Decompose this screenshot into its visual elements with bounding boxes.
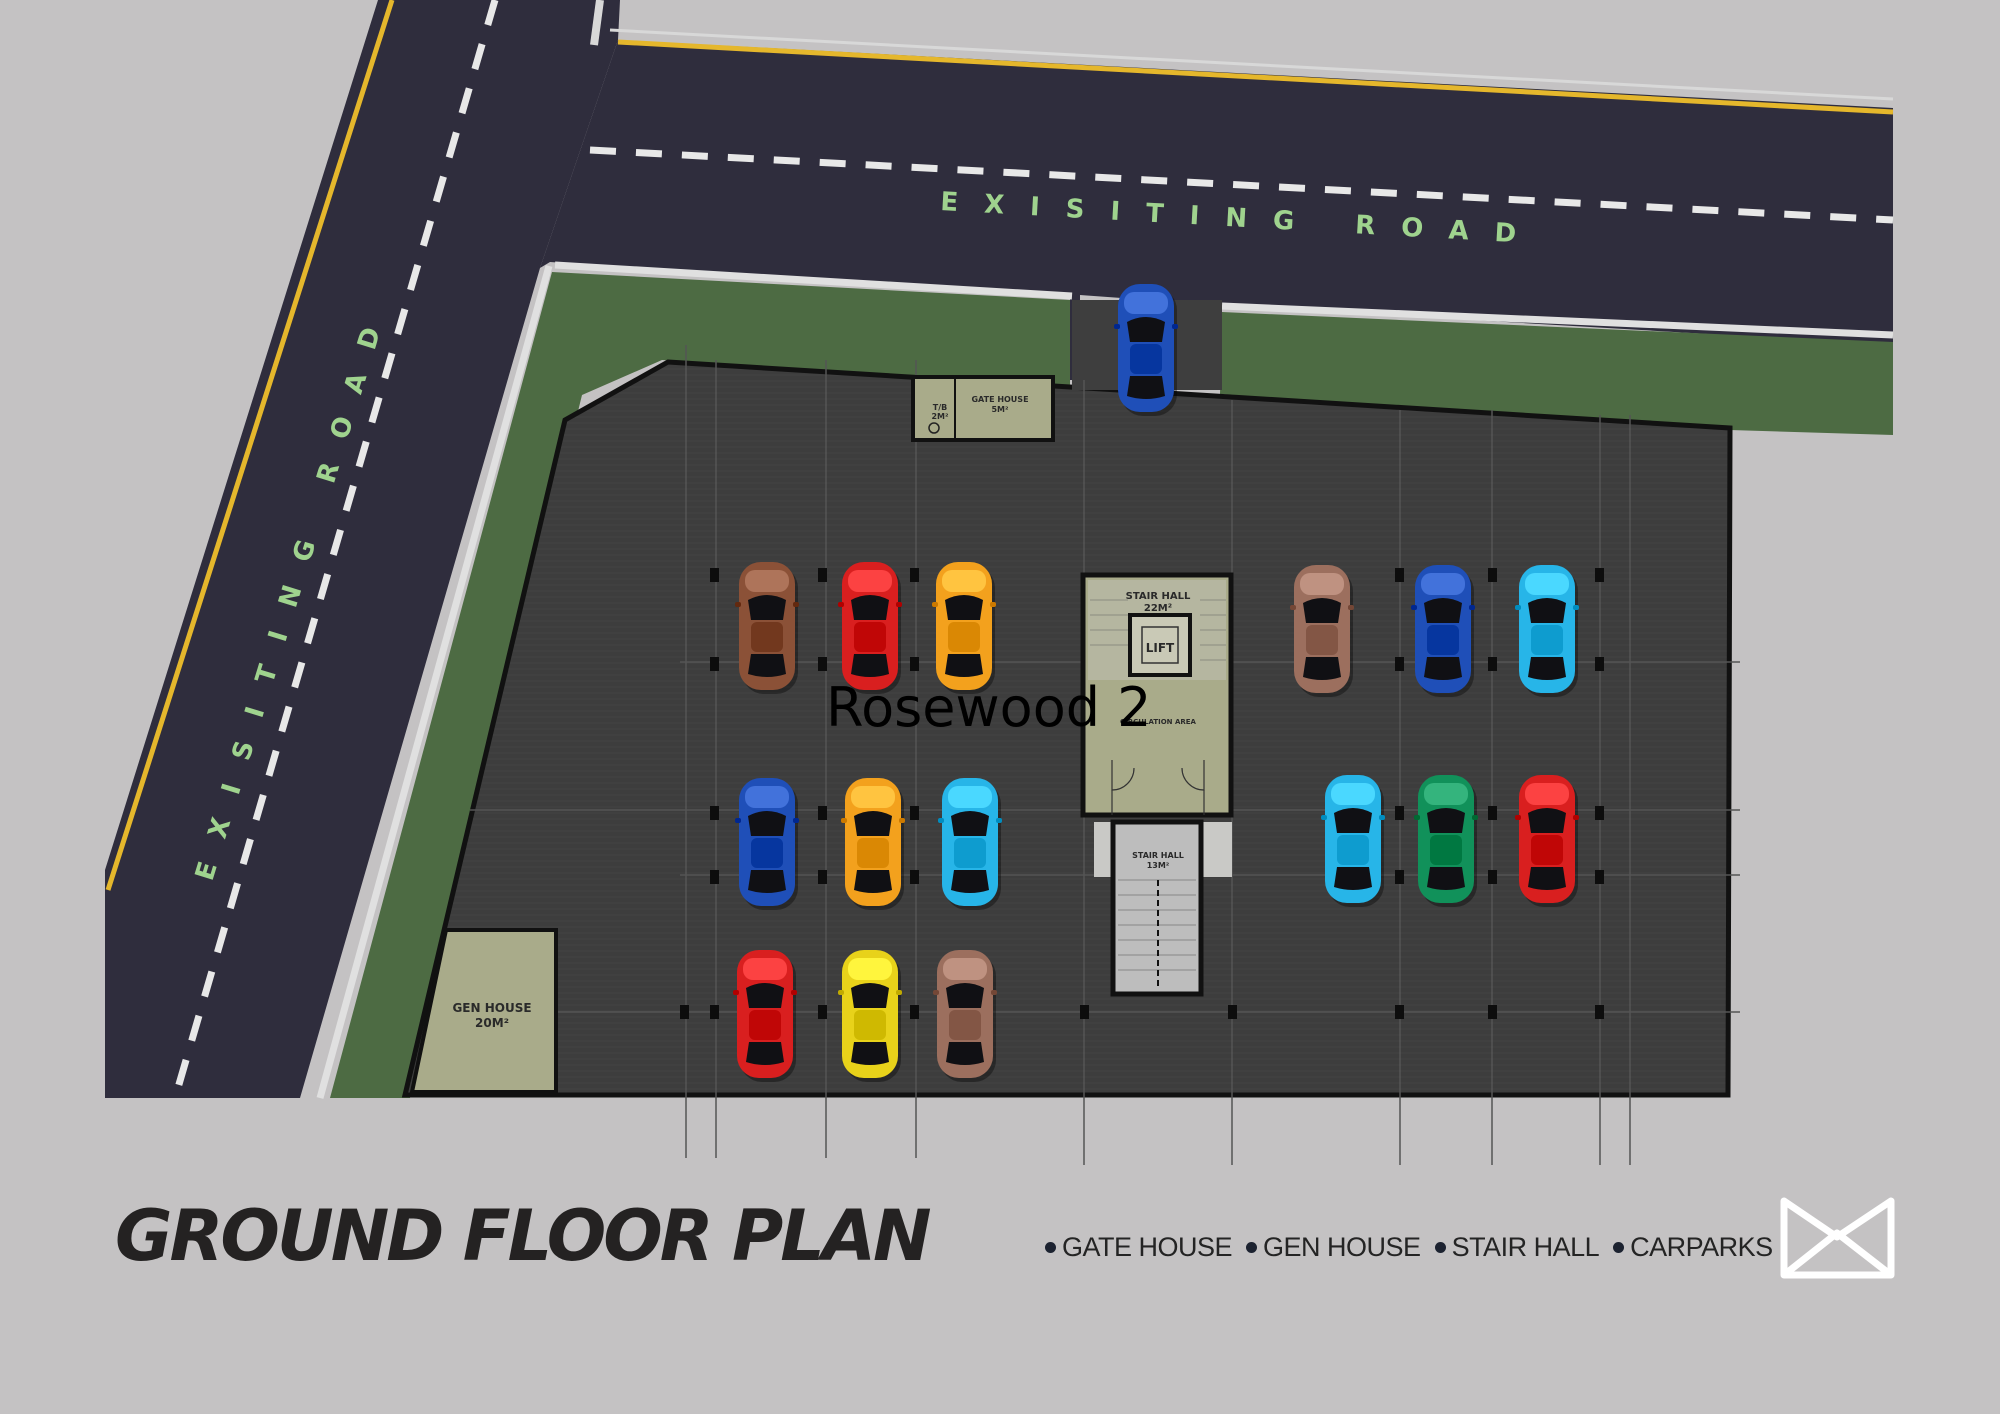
bullet-icon (1045, 1242, 1056, 1253)
core-block: STAIR HALL 22M² LIFT CIRCULATION AREA ST… (1080, 572, 1234, 997)
columns (680, 568, 1604, 1019)
gate-house-area: 5M² (991, 405, 1009, 414)
gen-house-area: 20M² (475, 1016, 509, 1030)
legend-item: CARPARKS (1613, 1232, 1773, 1263)
car-icon (1411, 565, 1475, 697)
car-icon (1290, 565, 1354, 697)
front-curb-left (554, 261, 1073, 300)
car-icon (932, 562, 996, 694)
side-curb (316, 265, 553, 1099)
gate-house: GATE HOUSE 5M² T/B 2M² (911, 375, 1055, 442)
grass-left (330, 272, 1070, 1098)
top-road (540, 40, 1893, 380)
circulation-label: CIRCULATION AREA (1120, 718, 1197, 726)
legend-item: STAIR HALL (1434, 1232, 1600, 1263)
cars (733, 284, 1579, 1082)
car-icon (735, 562, 799, 694)
lift-label: LIFT (1146, 641, 1175, 655)
car-icon (938, 778, 1002, 910)
car-icon (838, 562, 902, 694)
left-road-edge-line (105, 0, 395, 891)
car-icon (735, 778, 799, 910)
top-road-center-line (589, 146, 1894, 224)
lift-shaft (1128, 613, 1192, 677)
car-icon (1321, 775, 1385, 907)
parking-slab (401, 359, 1733, 1098)
toilet-name: T/B (933, 403, 947, 412)
stair-hall-lower-area: 13M² (1147, 861, 1170, 870)
bullet-icon (1613, 1242, 1625, 1253)
gate-house-name: GATE HOUSE (971, 395, 1028, 404)
stair-hall-upper-name: STAIR HALL (1126, 591, 1191, 602)
top-road-edge-line (617, 39, 1894, 115)
car-icon (1114, 284, 1178, 416)
car-icon (1515, 775, 1579, 907)
legend-item: GATE HOUSE (1045, 1232, 1233, 1263)
plan-title: GROUND FLOOR PLAN (115, 1195, 932, 1277)
car-icon (733, 950, 797, 1082)
brand-logo-icon (1780, 1197, 1895, 1279)
gen-house-name: GEN HOUSE (452, 1001, 531, 1015)
legend-label: GEN HOUSE (1263, 1232, 1421, 1262)
left-road-center-line (171, 0, 499, 1099)
car-icon (933, 950, 997, 1082)
toilet-area: 2M² (931, 412, 949, 421)
left-road (105, 0, 620, 1098)
car-icon (1414, 775, 1478, 907)
car-icon (1515, 565, 1579, 697)
stair-hall-upper-area: 22M² (1144, 603, 1172, 614)
stair-hall-lower-name: STAIR HALL (1132, 851, 1184, 860)
bullet-icon (1246, 1242, 1258, 1253)
car-icon (841, 778, 905, 910)
front-curb-right (1221, 302, 1894, 339)
road-corner-curb (590, 0, 604, 46)
grass-strip (330, 272, 1893, 1098)
legend-label: GATE HOUSE (1062, 1232, 1233, 1262)
gen-house: GEN HOUSE 20M² (409, 928, 558, 1094)
legend-label: STAIR HALL (1451, 1232, 1600, 1262)
car-icon (838, 950, 902, 1082)
legend-item: GEN HOUSE (1246, 1232, 1421, 1263)
bullet-icon (1434, 1242, 1446, 1253)
legend-label: CARPARKS (1630, 1232, 1773, 1262)
grass-right (1220, 312, 1893, 435)
roads (105, 0, 1894, 1099)
project-name-overlay: Rosewood 2 (826, 676, 1152, 739)
legend: GATE HOUSE GEN HOUSE STAIR HALL CARPARKS (1045, 1232, 1773, 1263)
top-road-curb (609, 28, 1894, 101)
